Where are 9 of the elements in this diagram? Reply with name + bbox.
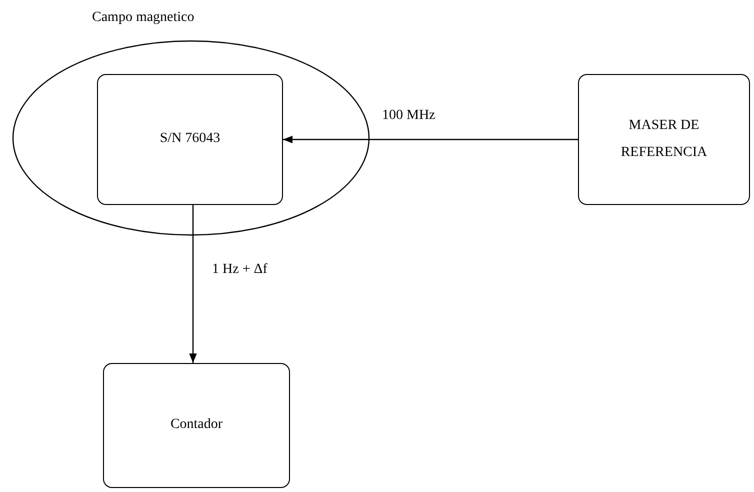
device-box xyxy=(97,74,283,205)
device-box xyxy=(578,74,750,205)
device-label: S/N 76043 xyxy=(160,130,220,148)
region-heading: Campo magnetico xyxy=(92,10,194,26)
arrow xyxy=(189,205,197,363)
arrow xyxy=(283,136,578,144)
device-label: MASER DE REFERENCIA xyxy=(620,116,708,162)
device-box xyxy=(103,363,290,488)
device-label: Contador xyxy=(170,416,223,434)
